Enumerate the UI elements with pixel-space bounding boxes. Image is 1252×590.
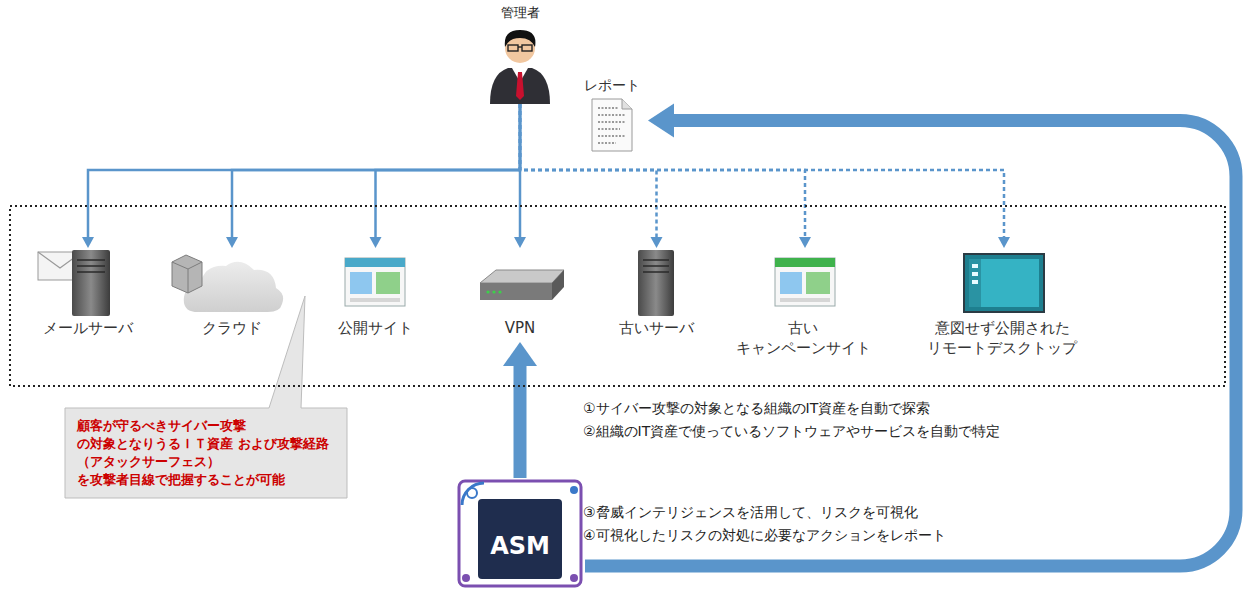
asset-node: VPN [477, 250, 563, 338]
arrow-head [503, 342, 537, 366]
connector [82, 104, 520, 248]
node-label: 意図せず公開された リモートデスクトップ [917, 318, 1087, 358]
admin-node: 管理者 [488, 4, 552, 102]
arrow-head [998, 237, 1010, 248]
node-label: メールサーバ [41, 318, 135, 338]
step-note: ③脅威インテリジェンスを活用して、リスクを可視化 [583, 502, 918, 522]
arrow-head [82, 237, 94, 248]
arrow-head [370, 237, 382, 248]
mail-server-icon [38, 250, 110, 316]
node-label: クラウド [177, 318, 287, 338]
callout-text: 顧客が守るべきサイバー攻撃 の対象となりうるＩＴ資産 および攻撃経路（アタックサ… [77, 417, 335, 489]
asset-node: 意図せず公開された リモートデスクトップ [917, 250, 1091, 358]
node-label: VPN [477, 318, 563, 338]
step-note: ④可視化したリスクの対処に必要なアクションをレポート [583, 525, 946, 545]
connector [370, 104, 521, 248]
arrow-head [651, 237, 663, 248]
old-server-icon [638, 250, 674, 316]
connector [503, 342, 537, 478]
callout-box: 顧客が守るべきサイバー攻撃 の対象となりうるＩＴ資産 および攻撃経路（アタックサ… [65, 408, 347, 498]
arrow-head [226, 237, 238, 248]
node-label: 公開サイト [336, 318, 415, 338]
asm-logo [459, 481, 581, 586]
connector [520, 104, 663, 248]
step-note: ①サイバー攻撃の対象となる組織のIT資産を自動で探索 [583, 398, 930, 418]
node-label: 管理者 [488, 4, 552, 22]
arrow-head [648, 104, 674, 138]
report-icon [592, 99, 632, 151]
report-node: レポート [582, 76, 642, 153]
asm-node: ASM [455, 478, 585, 588]
scan-arrow [514, 364, 527, 478]
admin-link [232, 104, 520, 238]
asset-node: 公開サイト [336, 250, 415, 338]
asset-node: 古い キャンペーンサイト [728, 250, 882, 358]
arrow-head [799, 237, 811, 248]
admin-link [88, 104, 520, 238]
node-label: 古い キャンペーンサイト [728, 318, 878, 358]
connector [226, 104, 520, 248]
admin-icon [490, 30, 550, 104]
step-note: ②組織のIT資産で使っているソフトウェアやサービスを自動で特定 [583, 421, 1000, 441]
admin-link [376, 104, 521, 238]
node-label: ASM [490, 530, 550, 562]
asset-node: クラウド [177, 250, 287, 338]
report-arrow [585, 121, 1236, 567]
public-site-icon [345, 258, 405, 306]
asset-boundary [10, 206, 1225, 386]
campaign-site-icon [775, 258, 835, 306]
arrow-head [514, 237, 526, 248]
asset-node: 古いサーバ [617, 250, 696, 338]
node-label: 古いサーバ [617, 318, 696, 338]
remote-desktop-icon [964, 254, 1044, 312]
vpn-device-icon [480, 270, 564, 300]
cloud-icon [172, 255, 283, 312]
asset-node: メールサーバ [41, 250, 135, 338]
connector [585, 104, 1236, 567]
node-label: レポート [582, 76, 642, 95]
